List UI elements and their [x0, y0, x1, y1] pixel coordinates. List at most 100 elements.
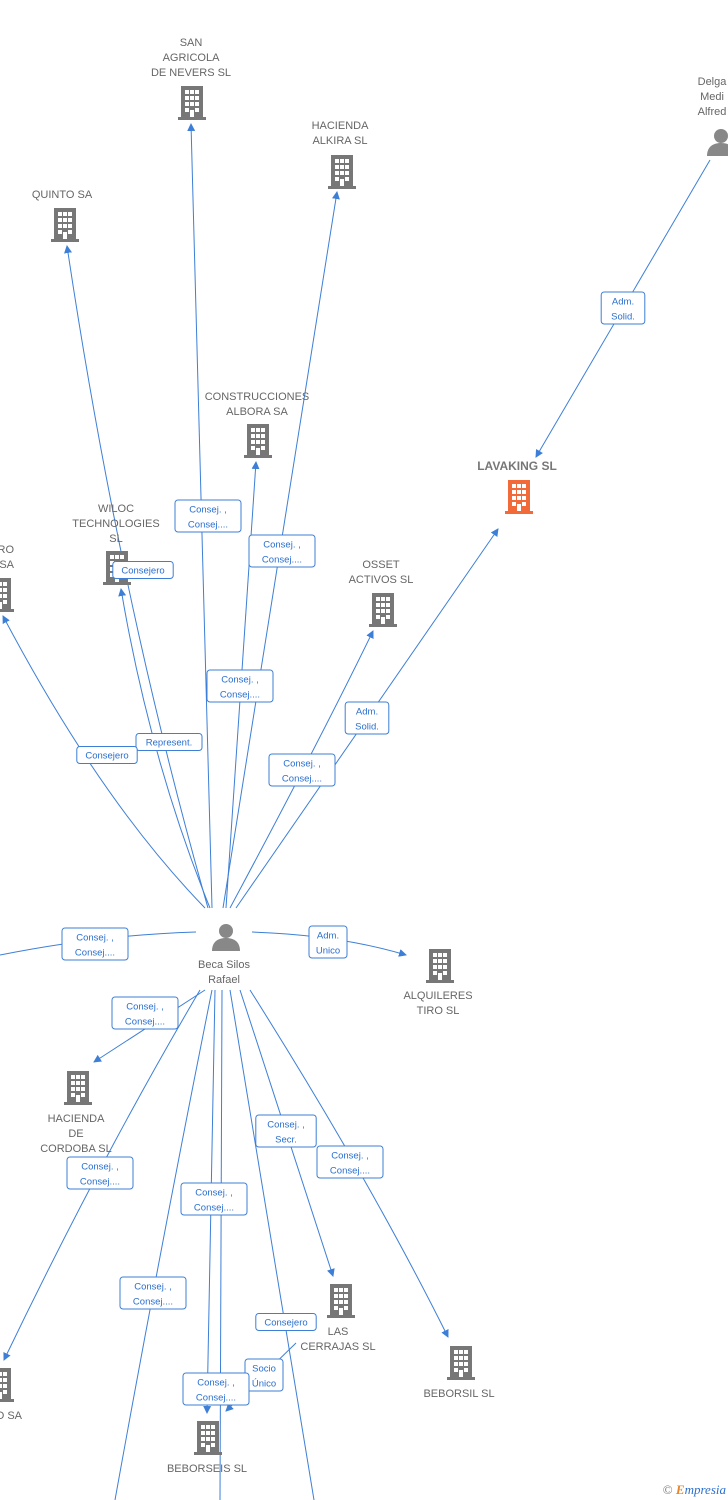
node-label: CONSTRUCCIONES — [205, 391, 310, 403]
edge-role-label[interactable]: Consej. ,Consej.... — [119, 1276, 187, 1310]
edge-label-text: Consej. , — [197, 1378, 235, 1389]
node-label: CERRAJAS SL — [300, 1341, 375, 1353]
edge-role-label[interactable]: Consejero — [255, 1313, 317, 1331]
edge-label-box — [119, 1276, 187, 1310]
copyright-icon: © — [662, 1482, 673, 1497]
edge-label-box — [206, 669, 274, 703]
node-left-cut[interactable]: RO SA — [0, 544, 15, 612]
node-label: DE NEVERS SL — [151, 67, 231, 79]
edge-line — [229, 989, 315, 1500]
node-label: OSSET — [362, 559, 400, 571]
node-bottom-left-cut[interactable]: O SA — [0, 1368, 23, 1422]
edge-role-label[interactable]: Consej. ,Consej.... — [268, 753, 336, 787]
edges — [0, 123, 711, 1500]
edge-label-text: Consej. , — [221, 675, 259, 686]
edge-label-box — [61, 927, 129, 961]
edge-label-text: Consej.... — [125, 1017, 165, 1028]
edge-line — [219, 989, 223, 1500]
edge-role-label[interactable]: Consej. ,Secr. — [255, 1114, 317, 1148]
building-icon — [327, 1284, 355, 1318]
edge-role-label[interactable]: Consej. ,Consej.... — [206, 669, 274, 703]
edge-role-label[interactable]: Consej. ,Consej.... — [182, 1372, 250, 1406]
node-lavaking[interactable]: LAVAKING SL — [477, 459, 557, 514]
edge-role-label[interactable]: Consej. ,Consej.... — [61, 927, 129, 961]
edge-label-box — [76, 746, 138, 764]
center-person-name-line2: Rafael — [208, 974, 240, 986]
edge-label-text: Consejero — [121, 566, 164, 577]
building-icon — [244, 424, 272, 458]
node-label: ALBORA SA — [226, 406, 288, 418]
edge-label-text: Consej.... — [282, 774, 322, 785]
node-construcciones-albora[interactable]: CONSTRUCCIONES ALBORA SA — [205, 391, 310, 458]
edge-role-label[interactable]: Consej. ,Consej.... — [248, 534, 316, 568]
edge-label-text: Consejero — [264, 1318, 307, 1329]
edge-label-text: Único — [252, 1379, 276, 1390]
footer-credit: © Empresia — [663, 1482, 726, 1498]
building-icon — [426, 949, 454, 983]
node-label: AGRICOLA — [163, 52, 221, 64]
edge-line — [118, 588, 211, 909]
building-icon — [0, 578, 14, 612]
edge-label-box — [182, 1372, 250, 1406]
node-label: Alfred — [698, 106, 727, 118]
edge-role-label[interactable]: Represent. — [135, 733, 203, 751]
center-person-name-line1: Beca Silos — [198, 959, 250, 971]
edge-label-box — [255, 1313, 317, 1331]
node-label: DE — [68, 1128, 83, 1140]
edge-label-text: Represent. — [146, 738, 192, 749]
node-label: SA — [0, 559, 15, 571]
edge-label-text: Adm. — [612, 297, 634, 308]
building-icon — [328, 155, 356, 189]
edge-role-label[interactable]: Adm.Solid. — [344, 701, 390, 735]
edge-role-label[interactable]: Consej. ,Consej.... — [316, 1145, 384, 1179]
edge-line — [2, 615, 206, 909]
edge-label-box — [66, 1156, 134, 1190]
edge-role-label[interactable]: Consej. ,Consej.... — [180, 1182, 248, 1216]
edge-label-text: Consej. , — [267, 1120, 305, 1131]
person-icon — [212, 924, 240, 951]
edge-role-label[interactable]: Consejero — [76, 746, 138, 764]
edge-role-label[interactable]: Adm.Unico — [308, 925, 348, 959]
node-label: BEBORSIL SL — [423, 1388, 494, 1400]
node-label: O SA — [0, 1410, 23, 1422]
edge-label-text: Consejero — [85, 751, 128, 762]
edge-role-label[interactable]: Consej. ,Consej.... — [174, 499, 242, 533]
node-quinto[interactable]: QUINTO SA — [32, 189, 93, 242]
edge-role-label[interactable]: Adm.Solid. — [600, 291, 646, 325]
node-label: TECHNOLOGIES — [72, 518, 159, 530]
node-beborseis[interactable]: BEBORSEIS SL — [167, 1421, 247, 1475]
building-icon — [447, 1346, 475, 1380]
edge-label-text: Consej.... — [75, 948, 115, 959]
edge-role-label[interactable]: Consej. ,Consej.... — [111, 996, 179, 1030]
node-beborsil[interactable]: BEBORSIL SL — [423, 1346, 495, 1400]
building-icon — [194, 1421, 222, 1455]
node-label: Medi — [700, 91, 724, 103]
node-label: HACIENDA — [312, 120, 370, 132]
node-label: ACTIVOS SL — [349, 574, 414, 586]
node-osset[interactable]: OSSET ACTIVOS SL — [349, 559, 414, 627]
building-icon — [369, 593, 397, 627]
edge-label-box — [308, 925, 348, 959]
edge-label-box — [316, 1145, 384, 1179]
edge-label-box — [255, 1114, 317, 1148]
brand-logo-initial: E — [675, 1482, 685, 1497]
edge-label-text: Solid. — [355, 722, 379, 733]
edge-label-box — [174, 499, 242, 533]
node-label: RO — [0, 544, 14, 556]
edge-role-label[interactable]: Consejero — [112, 561, 174, 579]
edge-role-label[interactable]: Consej. ,Consej.... — [66, 1156, 134, 1190]
building-icon — [178, 86, 206, 120]
node-label: TIRO SL — [417, 1005, 460, 1017]
edge-label-text: Consej. , — [263, 540, 301, 551]
edge-label-text: Consej.... — [330, 1166, 370, 1177]
edge-label-box — [111, 996, 179, 1030]
